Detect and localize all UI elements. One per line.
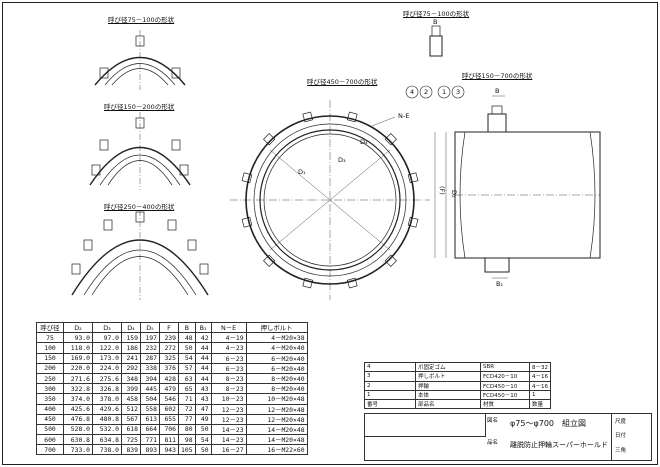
dim-b1: B₁ [496, 280, 504, 288]
dim-d2: D₂ [450, 190, 458, 198]
dim-ne: N-E [398, 112, 410, 120]
scale-label: 尺度 [615, 419, 627, 425]
company-label: 三角 [615, 448, 627, 454]
dim-f: (F) [438, 186, 446, 195]
title-block: 図名 φ75～φ700 組立図 品名 離脱防止押輪スーパーホールド 尺度 日付 … [364, 413, 652, 461]
dim-b: B [495, 87, 500, 95]
view-label-450: 呼び径450－700の形状 [307, 78, 378, 86]
title-label-hinmei: 品名 [487, 440, 499, 446]
parts-list-header: 番号 部品名 材質 数量 [364, 399, 551, 410]
callout-2: 2 [424, 88, 429, 96]
view-label-150: 呼び径150－200の形状 [104, 103, 175, 111]
view-label-250: 呼び径250－400の形状 [104, 203, 175, 211]
dim-d1: D₁ [298, 168, 306, 176]
view-label-side-75: 呼び径75－100の形状 [403, 10, 470, 18]
dimension-table-header: 呼び径 D₂ D₃ D₄ D₅ F B B₁ N－E 押しボルト [36, 321, 308, 334]
dim-d4: D₄ [360, 138, 368, 146]
date-label: 日付 [615, 433, 627, 439]
view-label-side-150: 呼び径150－700の形状 [462, 72, 533, 80]
callout-4: 4 [410, 88, 415, 96]
title-label-zumei: 図名 [487, 418, 499, 424]
drawing-title: φ75～φ700 組立図 [510, 419, 587, 428]
dim-d3: D₃ [338, 156, 346, 164]
callout-1: 1 [442, 88, 447, 96]
dim-b-small: B [433, 18, 438, 26]
product-name: 離脱防止押輪スーパーホールド [510, 441, 608, 449]
callout-3: 3 [456, 88, 461, 96]
view-label-75: 呼び径75－100の形状 [108, 16, 175, 24]
